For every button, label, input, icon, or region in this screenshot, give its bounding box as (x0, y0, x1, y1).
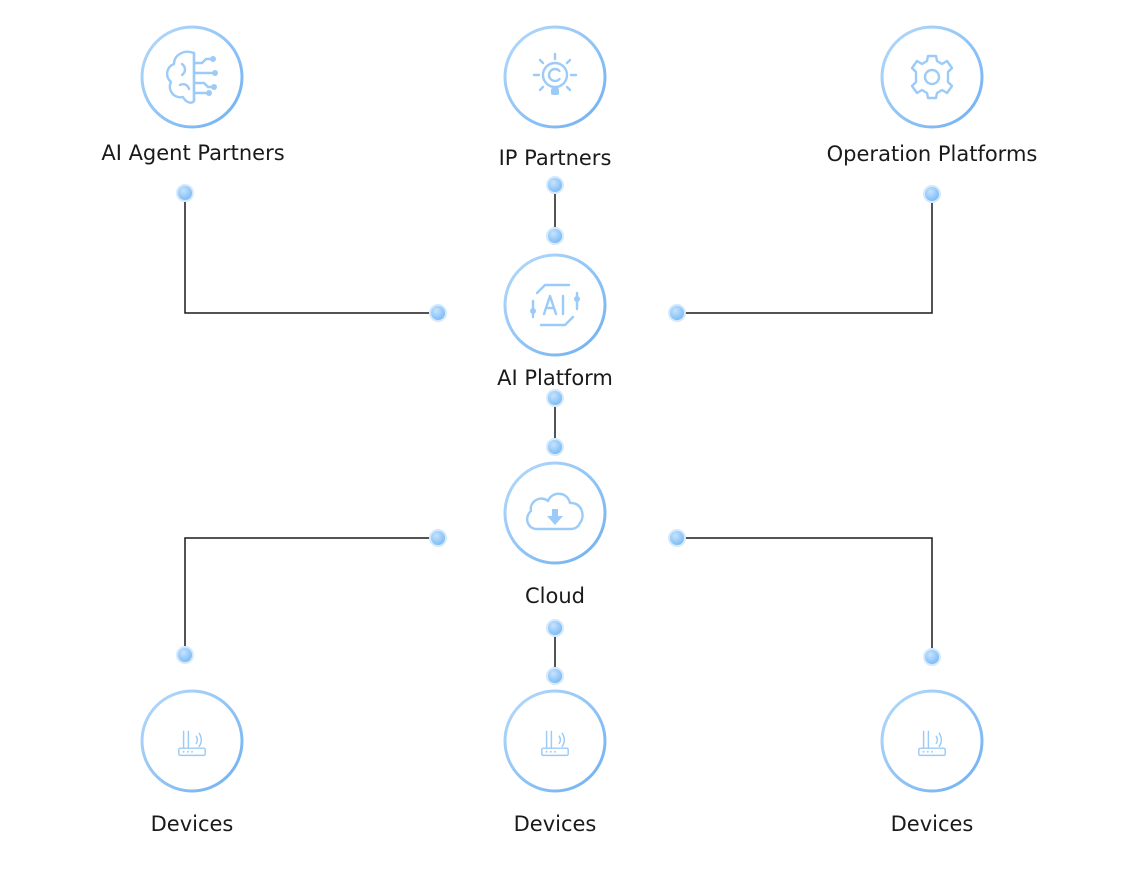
node-label: AI Agent Partners (101, 141, 284, 165)
lightbulb-copyright-icon (532, 52, 578, 95)
node-label: Devices (151, 812, 234, 836)
connection-dot (546, 176, 564, 194)
connector-ai-agent-to-ai-platform (184, 193, 438, 314)
connector-cloud-to-devices-right (677, 537, 933, 657)
connection-dot (546, 619, 564, 637)
connection-dots (176, 176, 941, 685)
node-ai-platform: AI Platform (497, 253, 613, 390)
connection-dot (429, 304, 447, 322)
node-label: IP Partners (499, 146, 612, 170)
connection-dot (668, 304, 686, 322)
node-ip-partners: IP Partners (499, 25, 612, 170)
brain-circuit-icon (166, 50, 218, 104)
connection-dot (546, 227, 564, 245)
connection-dot (546, 389, 564, 407)
node-label: Devices (514, 812, 597, 836)
node-label: AI Platform (497, 366, 613, 390)
node-label: Cloud (525, 584, 585, 608)
ai-chip-icon (530, 283, 580, 327)
connection-dot (176, 646, 194, 664)
connection-dot (176, 184, 194, 202)
connection-dot (923, 185, 941, 203)
node-devices-right: Devices (880, 689, 984, 836)
connection-dot (546, 667, 564, 685)
gear-icon (910, 54, 954, 100)
node-label: Operation Platforms (827, 142, 1038, 166)
node-operation-platforms: Operation Platforms (827, 25, 1038, 166)
node-ai-agent-partners: AI Agent Partners (101, 25, 285, 165)
connection-dot (429, 529, 447, 547)
connection-dot (668, 529, 686, 547)
node-label: Devices (891, 812, 974, 836)
node-devices-left: Devices (140, 689, 244, 836)
connector-cloud-to-devices-left (184, 537, 438, 655)
connection-dot (546, 438, 564, 456)
node-devices-center: Devices (503, 689, 607, 836)
connection-dot (923, 648, 941, 666)
connector-operation-to-ai-platform (677, 194, 933, 314)
node-cloud: Cloud (503, 461, 607, 608)
cloud-download-icon (525, 492, 584, 531)
